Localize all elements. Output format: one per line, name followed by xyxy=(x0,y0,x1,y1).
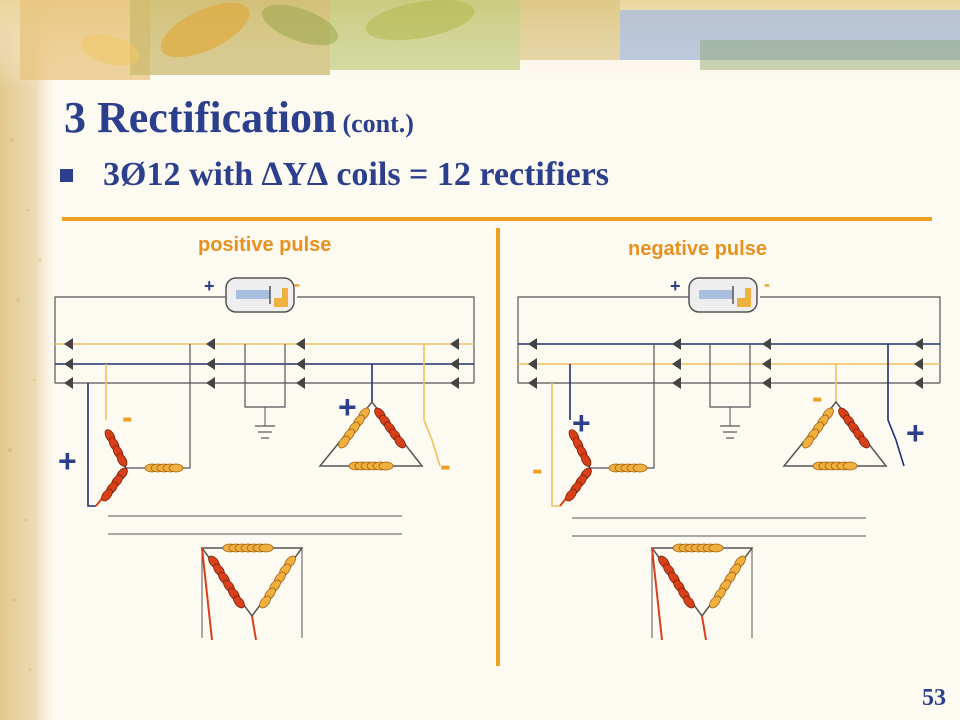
slide-title-suffix: (cont.) xyxy=(342,109,414,138)
negative-pulse-circuit: + - + - + - xyxy=(517,274,941,641)
negative-left-minus-sign: - xyxy=(532,451,543,487)
negative-load-plus-sign: + xyxy=(670,276,681,296)
primary-delta-coil-negative xyxy=(656,543,748,611)
page-number: 53 xyxy=(922,685,946,711)
positive-pulse-label: positive pulse xyxy=(198,234,332,256)
bullet-square-icon xyxy=(60,168,73,182)
slide-title: 3 Rectification(cont.) xyxy=(64,92,414,143)
negative-right-minus-sign: - xyxy=(812,379,823,415)
dc-load-icon xyxy=(225,277,295,313)
right-delta-coil-negative xyxy=(800,405,872,471)
bullet-text: 3Ø12 with ∆Y∆ coils = 12 rectifiers xyxy=(103,156,610,193)
positive-left-plus-sign: + xyxy=(58,443,77,479)
negative-left-plus-sign: + xyxy=(572,405,591,441)
positive-load-minus-sign: - xyxy=(294,274,300,294)
primary-delta-coil-positive xyxy=(206,543,298,611)
bullet-item: 3Ø12 with ∆Y∆ coils = 12 rectifiers xyxy=(60,156,609,194)
positive-left-minus-sign: - xyxy=(122,399,133,435)
positive-pulse-circuit: + - + - + - xyxy=(54,274,475,641)
left-y-coil xyxy=(99,427,184,504)
dc-load-icon-negative xyxy=(688,277,758,313)
negative-pulse-label: negative pulse xyxy=(628,238,767,260)
negative-right-plus-sign: + xyxy=(906,415,925,451)
positive-load-plus-sign: + xyxy=(204,276,215,296)
positive-right-minus-sign: - xyxy=(440,447,451,483)
negative-load-minus-sign: - xyxy=(764,274,770,294)
slide-title-main: 3 Rectification xyxy=(64,93,337,142)
positive-right-plus-sign: + xyxy=(338,389,357,425)
